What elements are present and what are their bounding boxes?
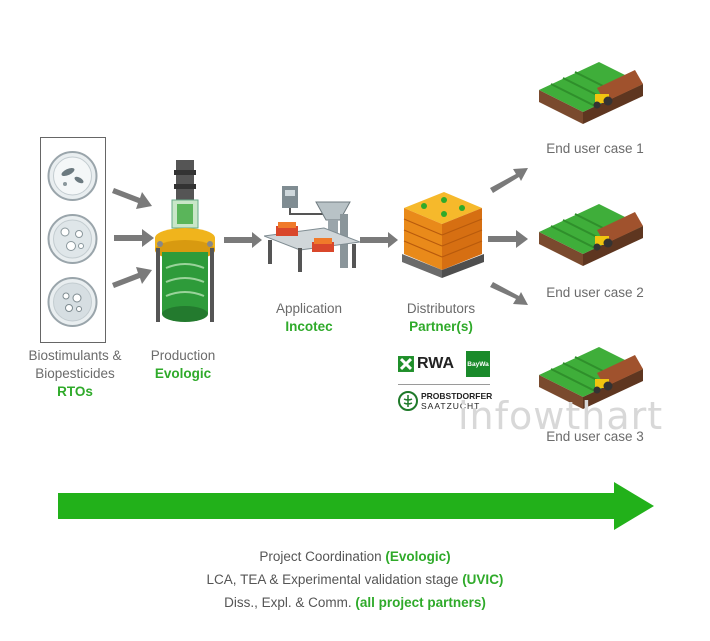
rwa-logo-text: RWA xyxy=(416,355,454,372)
seed-bag-pallet-illustration xyxy=(402,192,484,278)
timeline-arrow xyxy=(58,482,654,530)
distributors-label: Distributors Partner(s) xyxy=(386,300,496,336)
end-user-label: End user case 3 xyxy=(546,429,644,444)
flow-arrows-to-end-users xyxy=(488,168,528,305)
footer-text: Project Coordination xyxy=(259,549,386,564)
petri-dish-icon xyxy=(47,277,98,327)
rtos-line2: Biopesticides xyxy=(35,366,115,381)
arrow-icon xyxy=(112,188,152,209)
probstdorfer-logo-line2: SAATZUCHT xyxy=(421,401,481,411)
footer-highlight: (Evologic) xyxy=(385,549,451,564)
footer-text: Diss., Expl. & Comm. xyxy=(224,595,356,610)
farm-field-tractor-illustration xyxy=(539,347,643,409)
seed-treatment-machine-illustration xyxy=(264,186,360,272)
petri-dish-panel xyxy=(40,137,106,343)
farm-field-tractor-illustration xyxy=(539,62,643,124)
arrow-icon xyxy=(224,232,262,248)
arrow-icon xyxy=(112,267,152,288)
flow-arrows-to-production xyxy=(112,188,154,288)
distributors-name: Partner(s) xyxy=(409,319,473,334)
petri-dishes-illustration xyxy=(47,151,98,327)
arrow-icon xyxy=(490,282,528,305)
arrow-icon xyxy=(488,230,528,248)
rtos-line1: Biostimulants & xyxy=(28,348,122,363)
probstdorfer-logo: PROBSTDORFER SAATZUCHT xyxy=(398,389,494,413)
logo-divider xyxy=(398,384,490,385)
application-name: Incotec xyxy=(285,319,333,334)
production-line1: Production xyxy=(150,348,216,363)
farm-field-tractor-illustration xyxy=(539,204,643,266)
petri-dish-icon xyxy=(47,214,98,264)
footer-text: LCA, TEA & Experimental validation stage xyxy=(206,572,463,587)
production-label: Production Evologic xyxy=(128,347,238,383)
production-name: Evologic xyxy=(154,366,212,381)
arrow-icon xyxy=(114,229,154,247)
rwa-cross-icon xyxy=(398,356,414,372)
end-user-label: End user case 2 xyxy=(546,285,644,300)
footer-highlight: (UVIC) xyxy=(462,572,504,587)
footer-line: Project Coordination (Evologic) xyxy=(0,549,710,564)
footer-line: Diss., Expl. & Comm. (all project partne… xyxy=(0,595,710,610)
arrow-icon xyxy=(360,232,398,248)
end-user-label: End user case 1 xyxy=(546,141,644,156)
application-label: Application Incotec xyxy=(254,300,364,336)
application-line1: Application xyxy=(275,301,343,316)
baywa-logo: BayWa xyxy=(466,351,490,377)
baywa-logo-text: BayWa xyxy=(467,360,489,368)
footer-line: LCA, TEA & Experimental validation stage… xyxy=(0,572,710,587)
petri-dish-icon xyxy=(47,151,98,201)
footer-highlight: (all project partners) xyxy=(355,595,486,610)
probstdorfer-logo-line1: PROBSTDORFER xyxy=(421,391,493,401)
arrow-icon xyxy=(490,168,528,193)
rtos-name: RTOs xyxy=(57,384,93,399)
watermark-text: infowthart xyxy=(458,394,664,438)
bioreactor-illustration xyxy=(155,160,215,322)
rtos-label: Biostimulants & Biopesticides RTOs xyxy=(10,347,140,401)
rwa-logo: RWA xyxy=(398,355,454,373)
watermark: infowthart xyxy=(458,394,663,438)
distributors-line1: Distributors xyxy=(406,301,476,316)
probstdorfer-emblem-icon xyxy=(398,391,418,411)
